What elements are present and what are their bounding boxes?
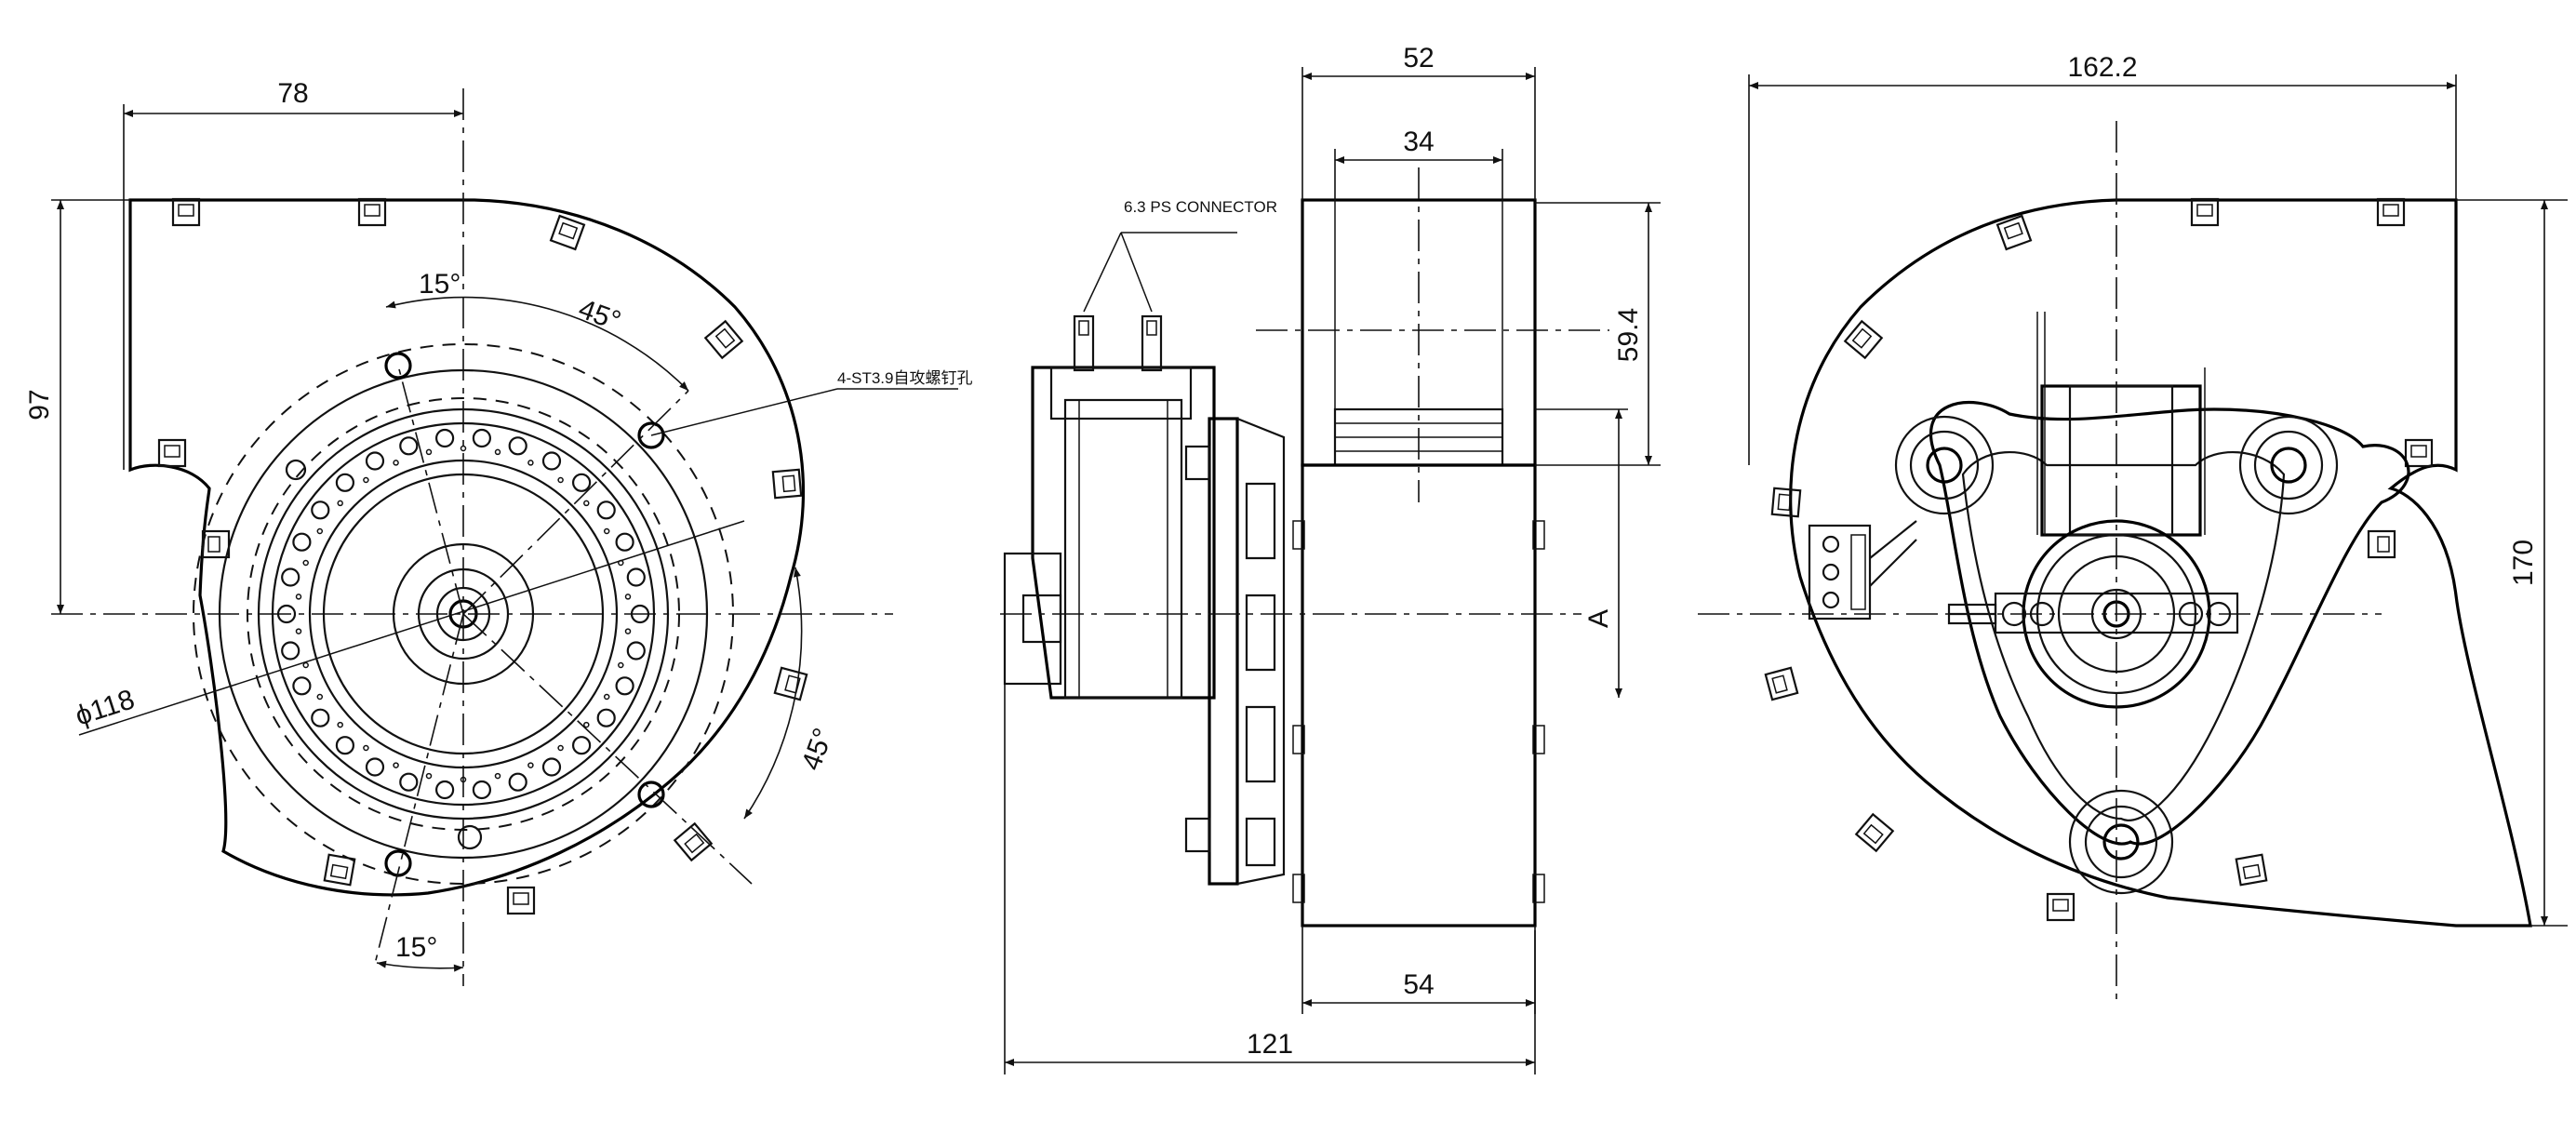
vent-hole [316, 527, 324, 535]
angle-bottom-15: 15° [395, 932, 437, 963]
vent-hole [335, 473, 354, 492]
vent-hole [337, 500, 343, 507]
vent-hole [494, 772, 501, 780]
motor-end-cap [1003, 552, 1062, 686]
vent-hole [571, 473, 592, 492]
vent-hole [337, 721, 343, 728]
dim-diameter: ϕ118 [72, 684, 139, 731]
vent-hole [624, 628, 632, 634]
vent-hole [460, 445, 467, 452]
terminal-block [1049, 366, 1193, 420]
vent-hole [541, 451, 562, 471]
motor-coil [2040, 384, 2202, 537]
vent-hole [596, 500, 616, 520]
vent-hole [435, 780, 455, 800]
connector-terminals [1073, 314, 1163, 372]
vent-hole [302, 559, 309, 567]
impeller-plate [1208, 417, 1239, 886]
vent-hole [295, 594, 302, 600]
angle-top-15: 15° [419, 269, 460, 300]
side-bracket [1808, 524, 1872, 621]
vent-hole [596, 708, 616, 727]
vent-hole [393, 762, 399, 768]
right-housing-outline [1789, 198, 2532, 927]
dim-right-height: 170 [2508, 540, 2539, 586]
vent-hole [626, 567, 646, 587]
vent-hole [557, 744, 564, 752]
vent-hole [494, 448, 501, 456]
vent-hole [281, 641, 300, 661]
vent-hole [295, 628, 302, 634]
vent-hole [311, 500, 330, 520]
angle-top-45: 45° [575, 294, 625, 338]
dim-housing-width: 54 [1403, 969, 1434, 1000]
vent-hole [571, 736, 592, 755]
vent-hole [508, 436, 527, 456]
vent-hole [583, 500, 590, 507]
vent-hole [311, 708, 330, 727]
dim-total-depth: 121 [1247, 1029, 1293, 1060]
vent-hole [508, 772, 527, 792]
vent-hole [603, 527, 610, 535]
vent-hole [527, 762, 534, 768]
vent-hole [365, 757, 385, 777]
dim-left-width: 78 [277, 78, 308, 109]
dim-outlet-height: 59.4 [1613, 308, 1644, 362]
dim-outlet-inner: 34 [1403, 127, 1434, 157]
dim-outlet-outer: 52 [1403, 43, 1434, 73]
left-housing-tabs [157, 197, 808, 915]
vent-hole [365, 451, 385, 471]
vent-hole [626, 641, 646, 661]
vent-hole [615, 532, 634, 552]
vent-hole [527, 460, 534, 466]
vent-hole [393, 460, 399, 466]
motor-mount-plate [1929, 400, 2410, 846]
vent-hole [292, 676, 312, 696]
left-housing-outline [128, 198, 806, 897]
vent-hole [363, 744, 369, 752]
dim-right-width: 162.2 [2067, 52, 2137, 83]
left-front-view: 78 97 15° 45° 45° 15° ϕ118 4-ST3.9自攻螺钉孔 [24, 78, 972, 986]
vent-hole [425, 772, 433, 780]
vent-hole [624, 594, 632, 600]
vent-hole [615, 676, 634, 696]
vent-hole [316, 693, 324, 701]
vent-hole [557, 476, 564, 484]
vent-hole [618, 661, 624, 669]
angle-right-45: 45° [796, 724, 840, 774]
screw-note: 4-ST3.9自攻螺钉孔 [837, 369, 972, 387]
vent-hole [302, 661, 309, 669]
vent-hole [399, 772, 419, 792]
right-rear-view: 162.2 170 [1698, 52, 2568, 1005]
vent-hole [363, 476, 369, 484]
vent-hole [281, 567, 300, 587]
vent-hole [541, 757, 562, 777]
vent-hole [292, 532, 312, 552]
dim-axis-label: A [1583, 609, 1614, 628]
vent-hole [603, 693, 610, 701]
housing-body [1301, 463, 1537, 927]
vent-hole [425, 448, 433, 456]
vent-hole [583, 721, 590, 728]
dim-left-height: 97 [24, 389, 55, 420]
vent-hole [472, 780, 492, 800]
vent-hole [399, 436, 419, 456]
vent-hole [435, 428, 455, 448]
mounting-bosses [1894, 415, 2339, 895]
middle-side-view: 6.3 PS CONNECTOR 52 34 59.4 A 54 121 [1000, 43, 1661, 1074]
connector-note: 6.3 PS CONNECTOR [1124, 198, 1277, 216]
vent-hole [472, 428, 492, 448]
vent-hole [335, 736, 354, 755]
